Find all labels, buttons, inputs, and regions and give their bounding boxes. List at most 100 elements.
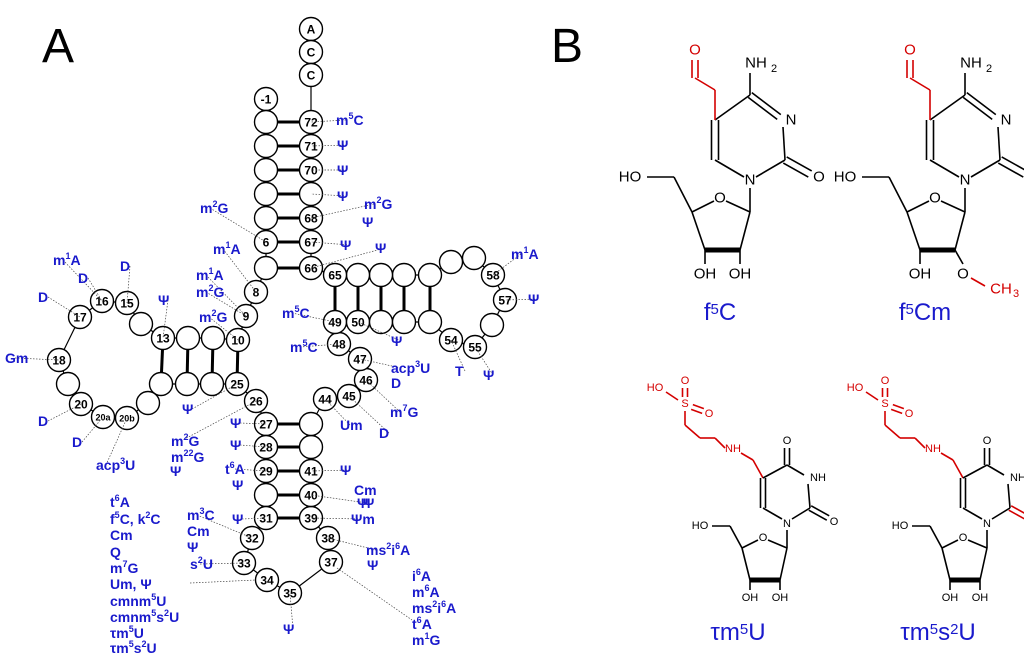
atom-label: HO [834, 169, 857, 186]
atom-label: OH [694, 266, 717, 283]
atom-label: OH [909, 266, 932, 283]
chemical-bond [755, 159, 786, 178]
nucleotide-n17: 17 [67, 304, 93, 330]
atom-label: O [881, 375, 890, 387]
compound-name: f5​Cm [899, 299, 951, 326]
chemical-bond [684, 424, 701, 439]
nucleotide-n72: 72 [298, 109, 324, 135]
modification-leader [239, 444, 267, 448]
chemical-bond [714, 94, 751, 121]
atom-label: NH [1010, 472, 1024, 484]
modification-label: m5​C [336, 111, 364, 128]
atom-label: NH [745, 55, 767, 72]
nucleoside-structure: NH2NNOOOHOOHOCH3 [834, 42, 1024, 300]
chemical-bond [791, 507, 811, 520]
chemical-bond [810, 505, 830, 517]
chemical-bond [691, 200, 715, 213]
chemical-bond [962, 507, 983, 520]
modification-leader [180, 400, 257, 442]
modification-label: s2​U [190, 555, 213, 572]
atom-label: S [881, 398, 888, 410]
nucleotide-label: 6 [263, 236, 270, 250]
modification-label: cmnm5​s2​U [110, 608, 179, 625]
nucleotide-label: A [307, 23, 316, 37]
modification-leader [239, 422, 267, 425]
modification-label: m1​A [53, 251, 81, 268]
nucleotide-label: 33 [237, 557, 251, 571]
modification-label: acp3​U [391, 359, 430, 376]
nucleotide-label: 16 [95, 295, 109, 309]
atom-label: N [1001, 112, 1012, 129]
nucleotide-A: A [298, 16, 324, 42]
modification-label: Ψ [158, 292, 169, 308]
nucleotide-label: 70 [304, 164, 318, 178]
nucleotide-label: 48 [332, 338, 346, 352]
chemical-bond [747, 96, 778, 121]
chemical-bond [779, 547, 788, 581]
modification-label: t6​A [412, 615, 432, 632]
chemical-bond [929, 159, 960, 178]
modification-label: Ψ [483, 367, 494, 383]
modification-label: Gm [5, 350, 28, 366]
chemical-bond [1010, 505, 1024, 514]
nucleotide-label: 49 [328, 316, 342, 330]
chemical-bond [966, 91, 997, 116]
modification-leader [209, 207, 267, 243]
modification-leader [359, 358, 402, 369]
nucleotide-label: 17 [73, 311, 87, 325]
nucleotide-label: 72 [304, 116, 318, 130]
modification-label: τm5​U [110, 624, 144, 641]
atom-label: HO [619, 169, 642, 186]
chemical-bond [782, 126, 786, 161]
nucleotide-unlabeled [200, 325, 226, 351]
chemical-bond [888, 176, 908, 213]
nucleotide-label: 15 [120, 297, 134, 311]
nucleotide-n26: 26 [243, 388, 269, 414]
nucleotide-label: 29 [259, 465, 273, 479]
modification-leader [189, 579, 257, 584]
modification-label: Ψ [375, 240, 386, 256]
modification-label: ms2​i6​A [366, 541, 410, 558]
panel-label-b: B [551, 20, 583, 73]
modification-label: Ψ [337, 188, 348, 204]
modification-leader [310, 247, 386, 269]
modification-leader [310, 144, 348, 147]
nucleotide-unlabeled [368, 262, 394, 288]
nucleotide-label: 37 [324, 556, 338, 570]
atom-label: O [689, 42, 701, 59]
nucleotide-n58: 58 [480, 262, 506, 288]
nucleotide-n68: 68 [298, 205, 324, 231]
nucleotide-C1: C [298, 39, 324, 65]
modification-leader [327, 537, 377, 551]
modification-label: Ψ [283, 621, 294, 637]
modification-label: Um, Ψ [110, 576, 152, 592]
modification-label: Ψ [367, 557, 378, 573]
nucleotide-unlabeled [128, 311, 154, 337]
nucleotide-unlabeled [253, 157, 279, 183]
atom-label: O [759, 532, 768, 544]
modification-leader [62, 259, 103, 302]
atom-label: NH [810, 472, 826, 484]
atom-label: O [905, 408, 914, 420]
modification-label: Cm [110, 527, 133, 543]
modification-label: m7​G [390, 403, 418, 420]
modification-leader [199, 562, 245, 565]
atom-label: CH [990, 281, 1012, 298]
atom-label: O [783, 435, 792, 447]
compound-name: τm5​U [710, 619, 765, 646]
chemical-bond [909, 77, 931, 91]
chemical-bond [786, 464, 805, 476]
modification-leader [310, 494, 368, 504]
compound-name: f5​C [704, 299, 736, 326]
atom-label: NH [925, 443, 941, 455]
modification-label: m1​G [412, 631, 440, 648]
atom-subscript: 2 [771, 63, 777, 75]
compound-name: τm5​s2​U [900, 619, 976, 646]
nucleotide-unlabeled [298, 411, 324, 437]
chemical-bond [691, 211, 706, 251]
chemical-bond [865, 391, 879, 401]
modification-label: Ψm [351, 511, 375, 527]
nucleotide-label: 31 [259, 512, 273, 526]
modification-label: Ψ [232, 511, 243, 527]
